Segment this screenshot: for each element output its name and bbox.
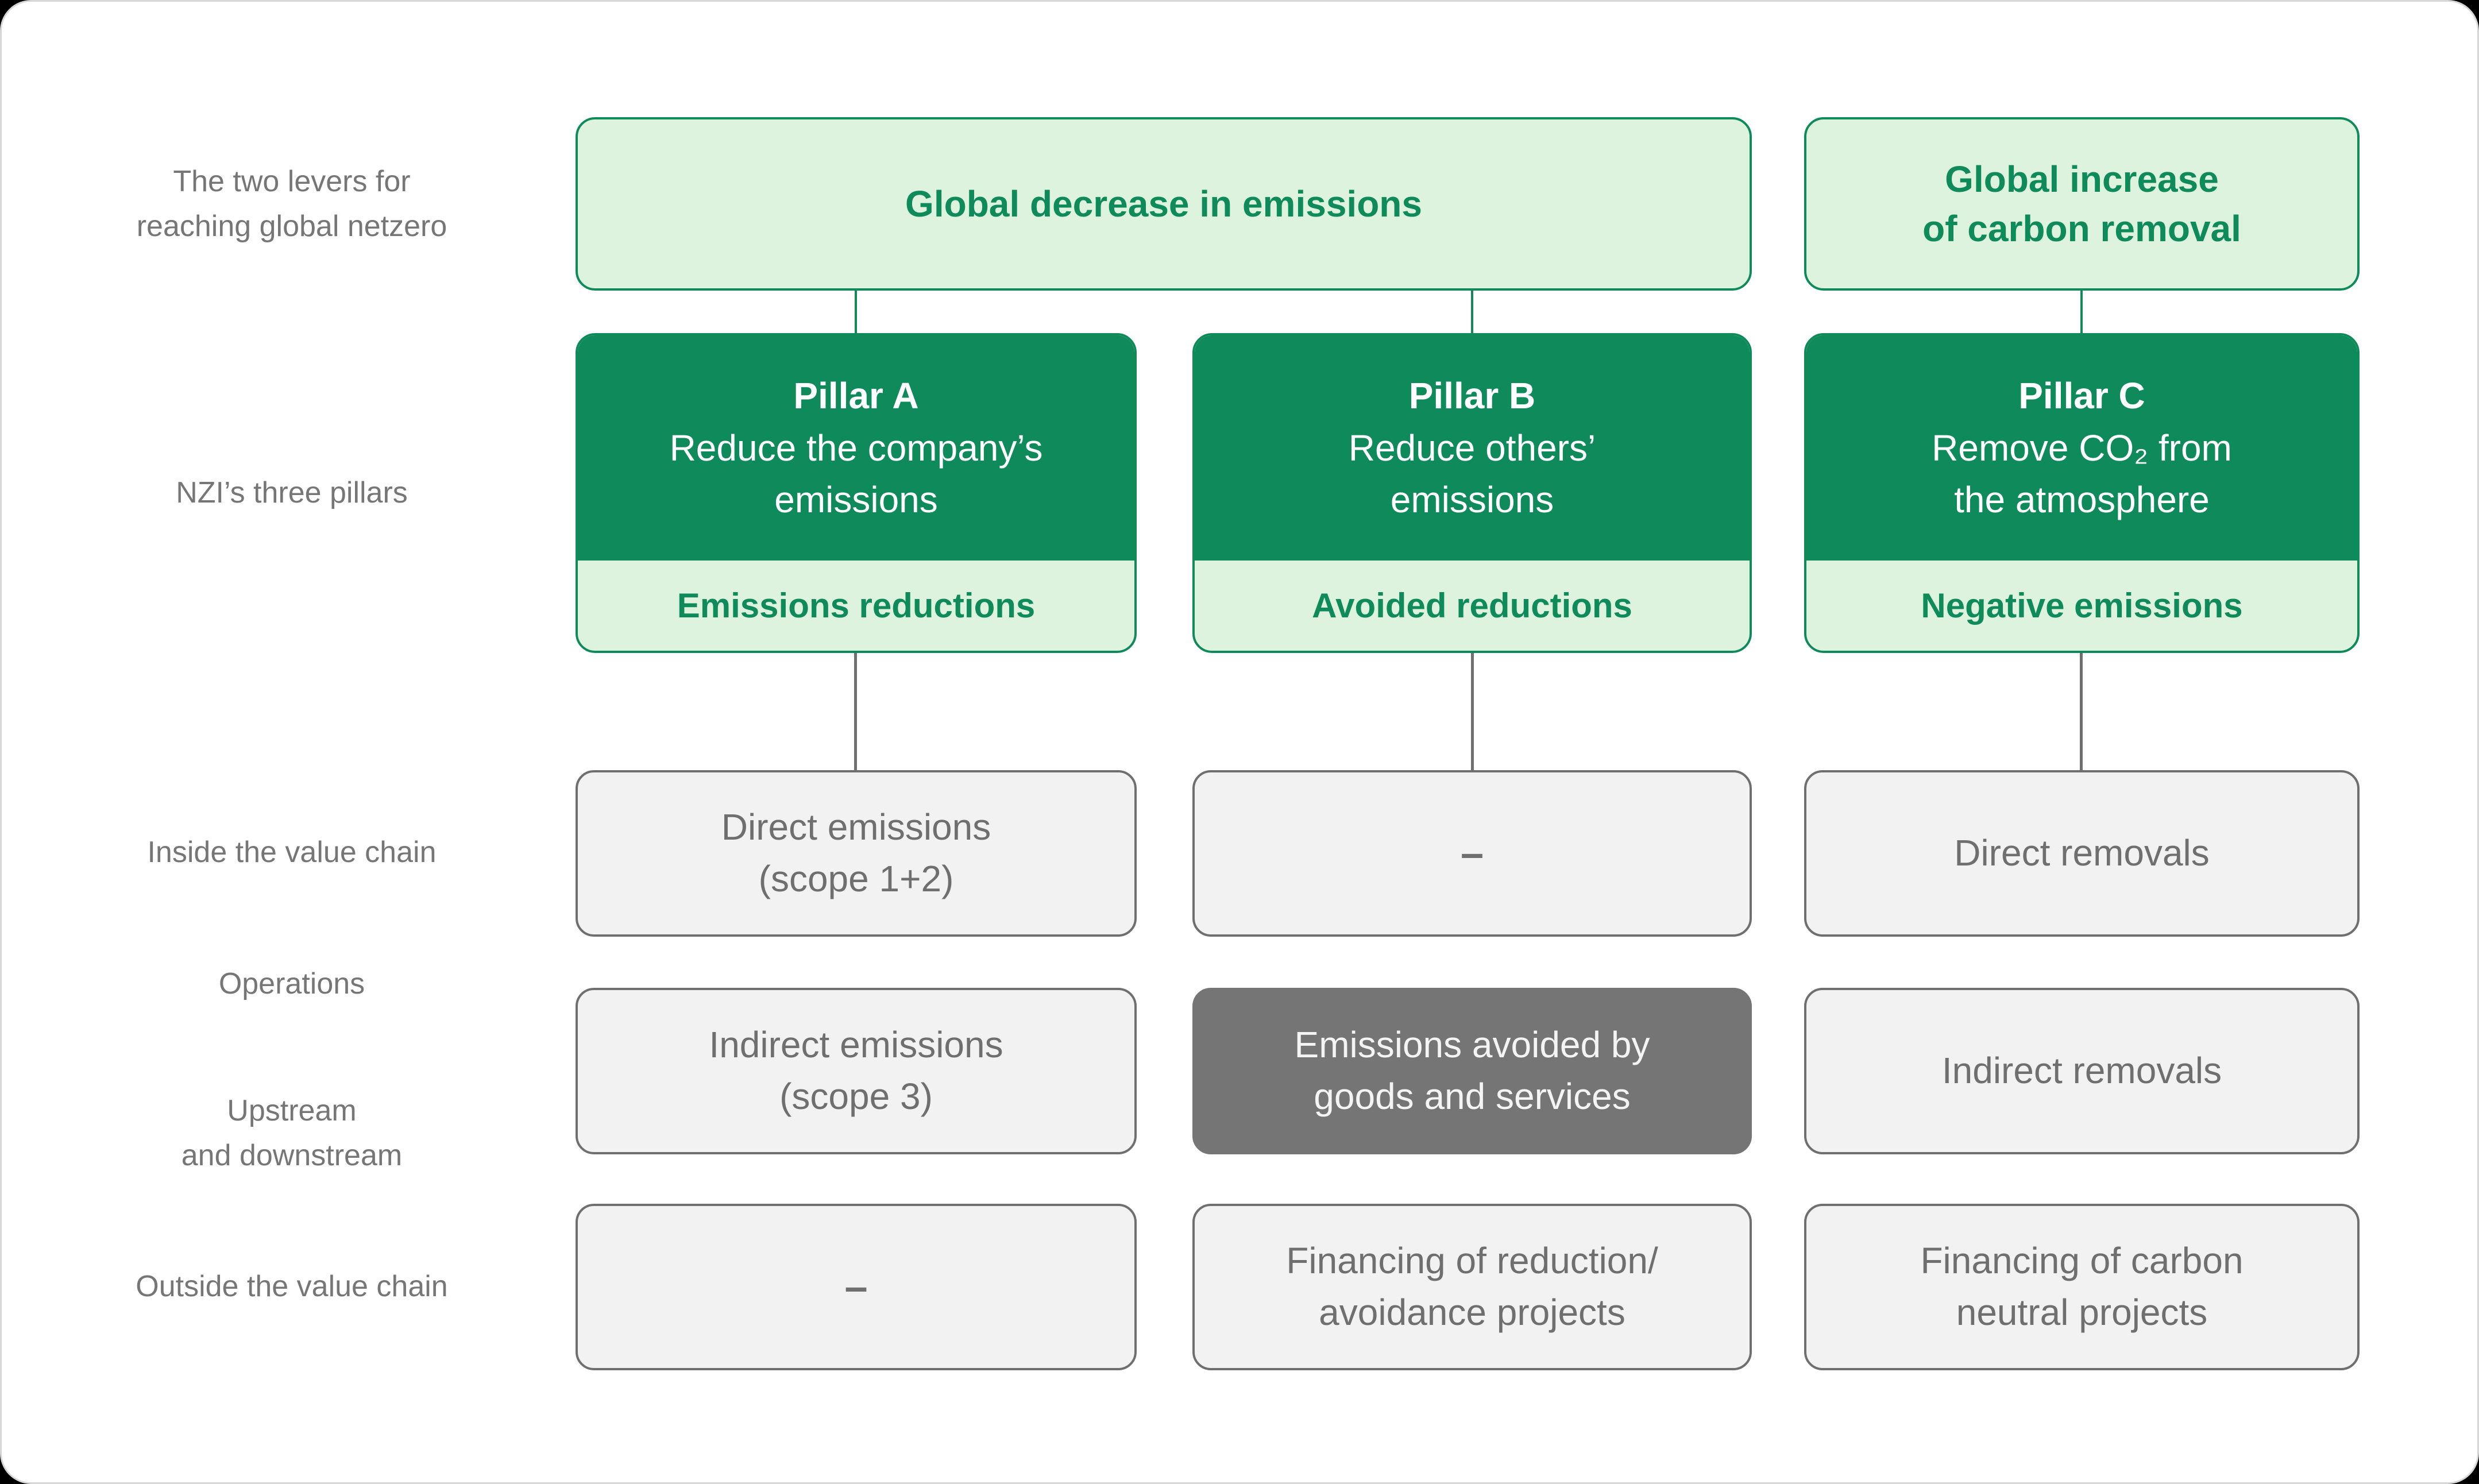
connector-lever-pillar-a — [855, 291, 857, 333]
pillar-c-subtitle: Remove CO₂ from the atmosphere — [1932, 427, 2232, 521]
side-label-inside-value-chain: Inside the value chain — [147, 836, 437, 869]
cell-indirect-emissions: Indirect emissions (scope 3) — [576, 988, 1137, 1154]
pillar-b-title: Pillar B — [1408, 374, 1536, 416]
side-label-operations: Operations — [218, 967, 365, 1000]
pillar-c-tag: Negative emissions — [1921, 586, 2243, 625]
side-label-levers: The two levers for reaching global netze… — [136, 165, 447, 243]
pillar-b-tag: Avoided reductions — [1312, 586, 1632, 625]
pillar-b-subtitle: Reduce others’ emissions — [1348, 427, 1596, 521]
pillar-b-header: Pillar B Reduce others’ emissions — [1195, 335, 1750, 561]
cell-direct-emissions: Direct emissions (scope 1+2) — [576, 770, 1137, 937]
connector-pillar-a-row1 — [854, 653, 857, 770]
pillar-a-tag: Emissions reductions — [677, 586, 1036, 625]
side-label-upstream-downstream: Upstream and downstream — [181, 1094, 403, 1172]
pillar-c-box: Pillar C Remove CO₂ from the atmosphere … — [1804, 333, 2360, 653]
side-label-outside-value-chain: Outside the value chain — [136, 1270, 448, 1303]
cell-row3-empty-dash: – — [576, 1204, 1137, 1370]
cell-financing-carbon-neutral: Financing of carbon neutral projects — [1804, 1204, 2360, 1370]
lever-box-global-increase: Global increase of carbon removal — [1804, 117, 2360, 291]
cell-indirect-removals: Indirect removals — [1804, 988, 2360, 1154]
pillar-a-subtitle: Reduce the company’s emissions — [669, 427, 1043, 521]
side-label-pillars: NZI’s three pillars — [176, 476, 408, 509]
cell-emissions-avoided-by-goods-services: Emissions avoided by goods and services — [1192, 988, 1752, 1154]
connector-lever-pillar-c — [2080, 291, 2083, 333]
pillar-c-header: Pillar C Remove CO₂ from the atmosphere — [1806, 335, 2357, 561]
connector-lever-pillar-b — [1471, 291, 1473, 333]
pillar-a-header: Pillar A Reduce the company’s emissions — [578, 335, 1134, 561]
pillar-a-box: Pillar A Reduce the company’s emissions … — [576, 333, 1137, 653]
lever-box-global-decrease: Global decrease in emissions — [576, 117, 1752, 291]
connector-pillar-b-row1 — [1471, 653, 1474, 770]
pillar-b-box: Pillar B Reduce others’ emissions Avoide… — [1192, 333, 1752, 653]
pillar-a-title: Pillar A — [793, 374, 919, 416]
cell-financing-reduction-avoidance: Financing of reduction/ avoidance projec… — [1192, 1204, 1752, 1370]
cell-direct-removals: Direct removals — [1804, 770, 2360, 937]
cell-row1-empty-dash: – — [1192, 770, 1752, 937]
pillar-c-title: Pillar C — [2018, 374, 2145, 416]
connector-pillar-c-row1 — [2080, 653, 2083, 770]
